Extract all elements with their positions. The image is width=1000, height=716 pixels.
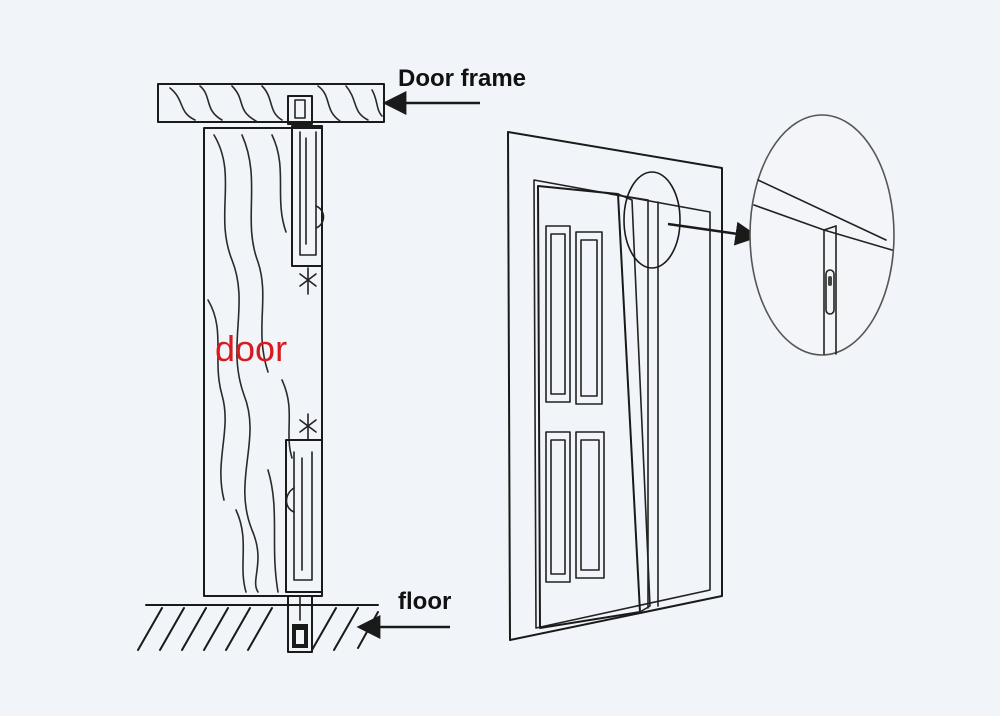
door-frame-perspective bbox=[507, 131, 723, 641]
floor-label: floor bbox=[398, 588, 451, 615]
detail-arrow-icon bbox=[667, 221, 760, 246]
door-leaf-section bbox=[203, 127, 323, 597]
bottom-pivot-hinge bbox=[285, 413, 323, 593]
door-frame-label: Door frame bbox=[398, 65, 526, 92]
door-label: door bbox=[215, 328, 287, 369]
top-pivot-socket bbox=[287, 95, 313, 125]
door-frame-beam bbox=[157, 83, 385, 123]
top-pivot-hinge bbox=[291, 125, 325, 295]
zoomed-detail-circle bbox=[749, 114, 895, 356]
floor-pivot-socket bbox=[287, 595, 313, 653]
floor-line bbox=[137, 604, 379, 651]
detail-highlight-circle bbox=[623, 171, 681, 269]
door-leaf-perspective bbox=[537, 185, 651, 629]
